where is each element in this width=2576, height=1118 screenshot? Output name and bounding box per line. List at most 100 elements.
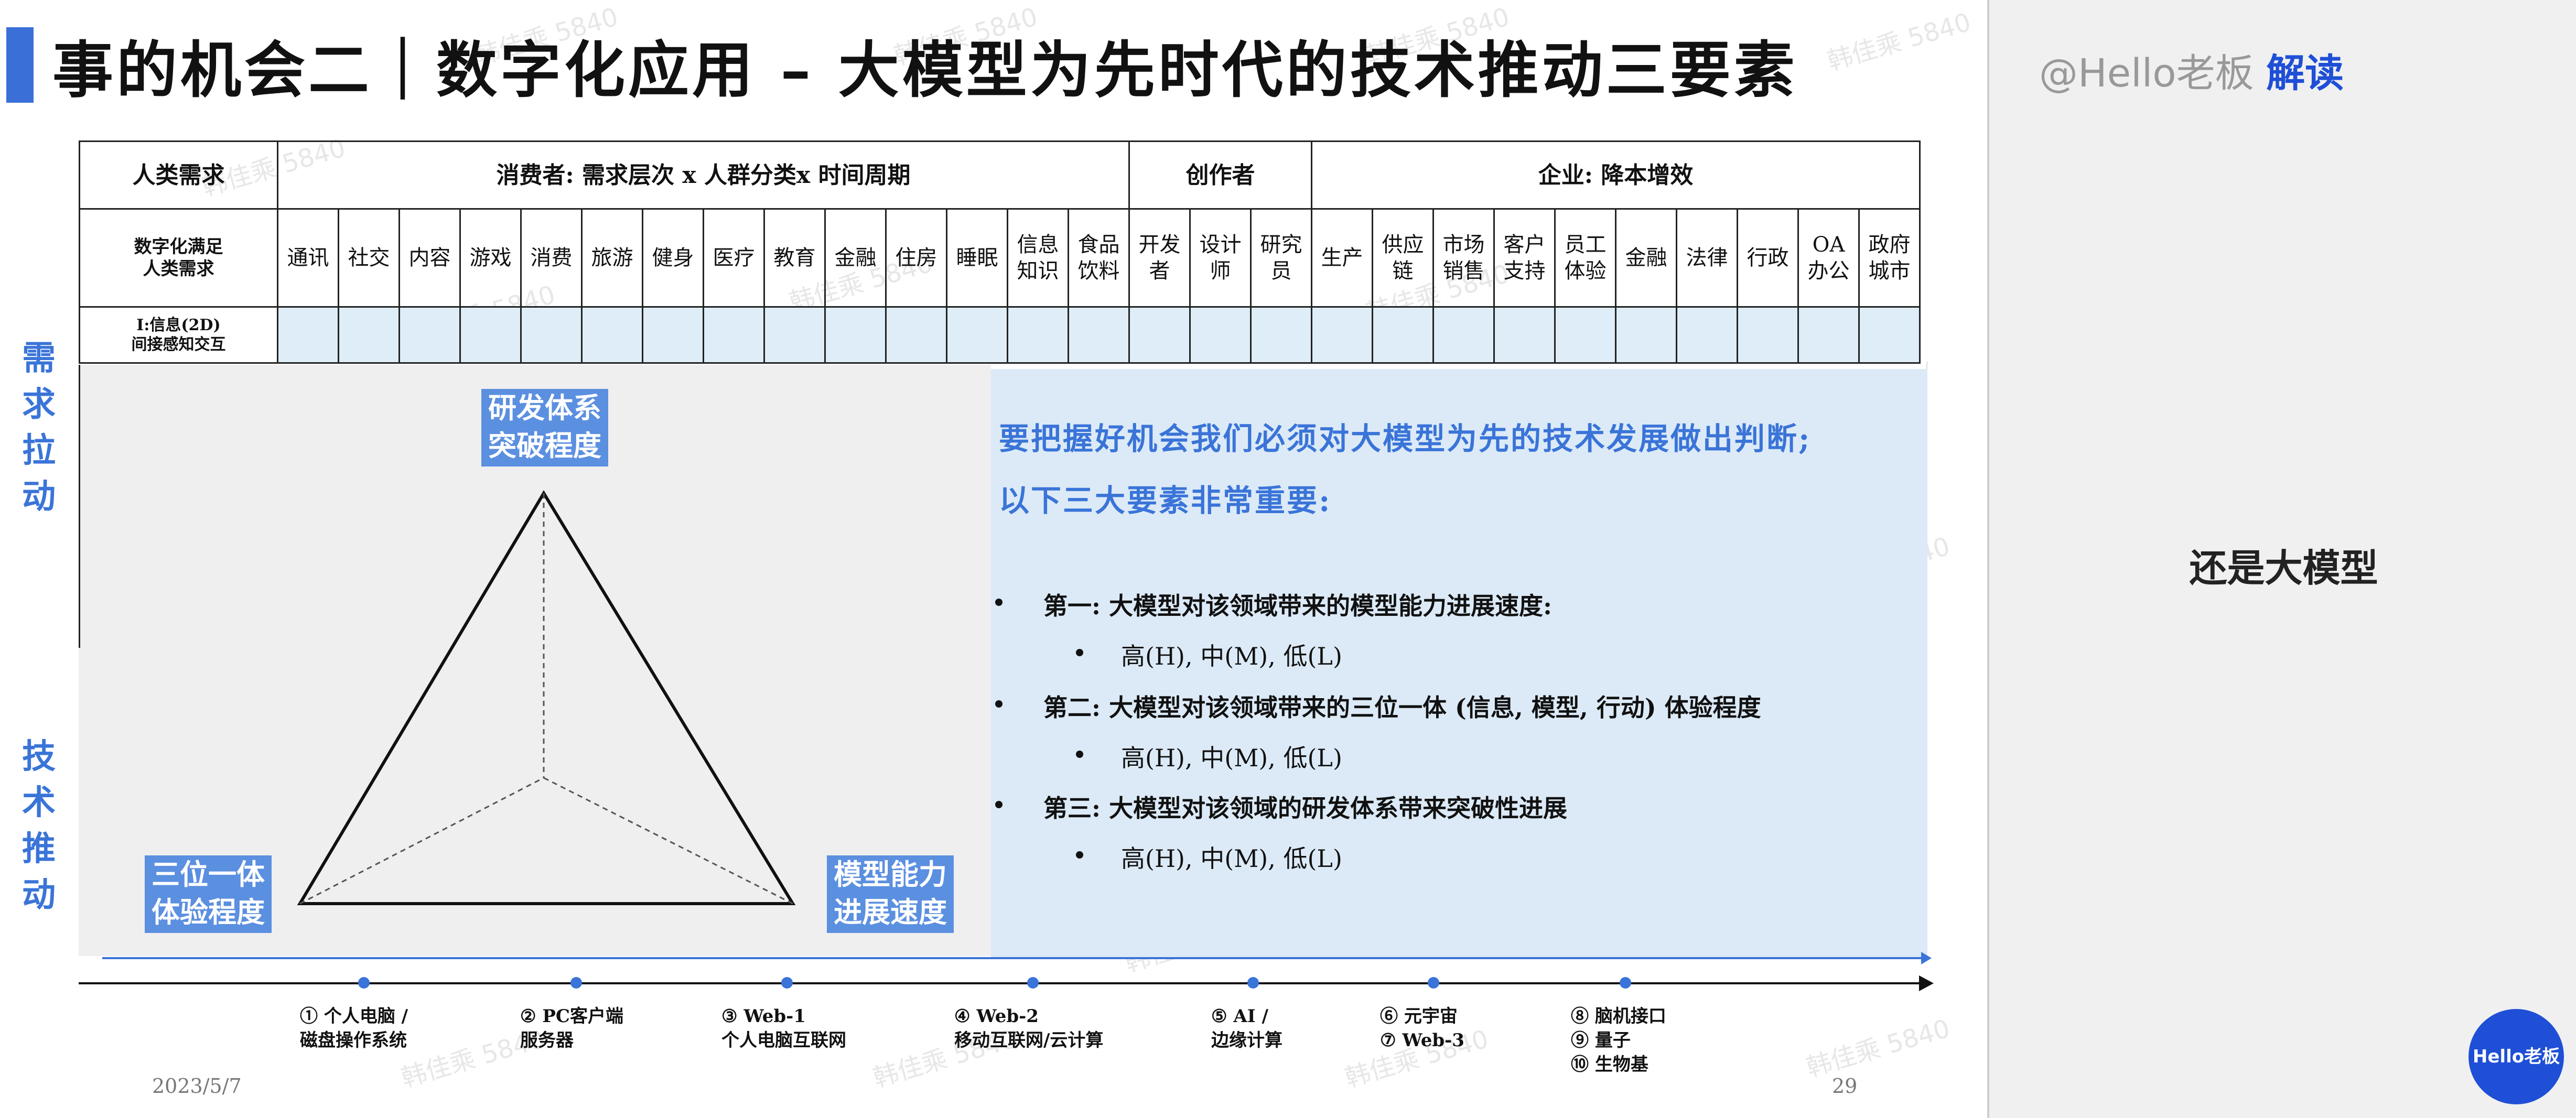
info-cell	[1311, 306, 1373, 364]
timeline-dot	[1247, 977, 1259, 989]
category-cell: 通讯	[277, 208, 339, 308]
needs-table: 人类需求 消费者: 需求层次 x 人群分类x 时间周期 创作者 企业: 降本增效…	[79, 140, 1921, 364]
milestone-3: ③ Web-1 个人电脑互联网	[721, 1006, 846, 1051]
sidebar-main-text: 还是大模型	[2189, 546, 2378, 590]
info-cell	[1737, 306, 1799, 364]
category-text: OA 办公	[1807, 233, 1850, 283]
info-cell	[1432, 306, 1495, 364]
category-cell: 供应 链	[1372, 208, 1434, 308]
category-cell: 食品 饮料	[1068, 208, 1130, 308]
info-cell	[398, 306, 461, 364]
info-cell	[642, 306, 704, 364]
category-cell: 内容	[398, 208, 461, 308]
sidebar-handle-suffix: 解读	[2266, 51, 2344, 96]
category-text: 信息 知识	[1017, 233, 1059, 283]
milestone-1: ① 个人电脑 / 磁盘操作系统	[300, 1006, 408, 1051]
info-cell	[1128, 306, 1191, 364]
header-group-consumer: 消费者: 需求层次 x 人群分类x 时间周期	[277, 140, 1130, 210]
sidebar-handle-name: @Hello老板	[2039, 51, 2254, 96]
category-cell: 研究 员	[1250, 208, 1312, 308]
category-text: 社交	[348, 246, 390, 270]
category-text: 开发 者	[1138, 233, 1181, 283]
info-cell	[703, 306, 765, 364]
factor-3-levels: 高(H), 中(M), 低(L)	[1121, 844, 1342, 873]
table-category-row: 数字化满足 人类需求 通讯 社交 内容 游戏 消费 旅游 健身 医疗 教育 金融…	[79, 208, 1921, 308]
header-label-cell: 人类需求	[79, 140, 278, 210]
milestone-8-10: ⑧ 脑机接口 ⑨ 量子 ⑩ 生物基	[1571, 1006, 1666, 1075]
info-cell	[1372, 306, 1434, 364]
milestone-4: ④ Web-2 移动互联网/云计算	[954, 1006, 1104, 1051]
category-cell: 教育	[763, 208, 826, 308]
category-text: 金融	[1625, 246, 1667, 270]
category-cell: 金融	[824, 208, 887, 308]
category-cell: 消费	[520, 208, 583, 308]
panel-heading-1: 要把握好机会我们必须对大模型为先的技术发展做出判断;	[999, 421, 1812, 457]
bullet-dot	[1076, 751, 1083, 758]
tag-rd-breakthrough: 研发体系 突破程度	[481, 389, 608, 466]
category-text: 睡眠	[956, 246, 998, 270]
triangle-outline	[297, 490, 796, 905]
blue-progress-line	[102, 957, 1927, 959]
title-accent-bar	[6, 27, 34, 103]
factors-panel	[991, 369, 1927, 958]
category-cell: 法律	[1676, 208, 1738, 308]
category-text: 通讯	[287, 246, 329, 270]
factor-2-levels: 高(H), 中(M), 低(L)	[1121, 744, 1342, 772]
footer-date: 2023/5/7	[152, 1074, 242, 1098]
tech-push-label: 技 术 推 动	[22, 737, 56, 915]
category-cell: 睡眠	[946, 208, 1008, 308]
category-cell: 员工 体验	[1554, 208, 1616, 308]
header-group-enterprise: 企业: 降本增效	[1311, 140, 1921, 210]
category-text: 研究 员	[1260, 233, 1302, 283]
info-cell	[824, 306, 887, 364]
category-text: 生产	[1321, 246, 1363, 270]
category-cell: 医疗	[703, 208, 765, 308]
slide: 韩佳乘 5840 韩佳乘 5840 韩佳乘 5840 韩佳乘 5840 韩佳乘 …	[6, 2, 1975, 1098]
panel-heading-2: 以下三大要素非常重要:	[999, 483, 1332, 518]
bullet-dot	[1076, 851, 1083, 859]
category-cell: 信息 知识	[1007, 208, 1069, 308]
category-text: 市场 销售	[1442, 233, 1485, 283]
category-cell: 市场 销售	[1432, 208, 1495, 308]
info-cell	[1615, 306, 1677, 364]
category-cell: 住房	[885, 208, 947, 308]
info-cell	[1068, 306, 1130, 364]
category-cell: 游戏	[459, 208, 522, 308]
info-cell	[885, 306, 947, 364]
category-text: 消费	[530, 246, 573, 270]
category-text: 客户 支持	[1503, 233, 1546, 283]
bullet-dot	[995, 801, 1003, 808]
watermark: 韩佳乘 5840	[1803, 1014, 1954, 1083]
info-label-cell: I:信息(2D) 间接感知交互	[79, 306, 278, 364]
timeline-arrow	[1919, 975, 1934, 991]
header-group-creator: 创作者	[1128, 140, 1312, 210]
category-text: 金融	[834, 246, 877, 270]
info-cell	[520, 306, 583, 364]
category-cell: 社交	[338, 208, 400, 308]
info-cell	[946, 306, 1008, 364]
info-cell	[277, 306, 339, 364]
blue-progress-arrow	[1921, 952, 1932, 964]
timeline-dot	[781, 977, 793, 989]
table-left-border-extension	[79, 365, 80, 648]
category-text: 行政	[1747, 246, 1789, 270]
bullet-dot	[995, 700, 1003, 708]
footer-page-number: 29	[1832, 1074, 1858, 1098]
info-cell	[1250, 306, 1312, 364]
tag-trinity-experience: 三位一体 体验程度	[145, 855, 272, 933]
milestone-6-7: ⑥ 元宇宙 ⑦ Web-3	[1380, 1006, 1464, 1051]
bullet-dot	[1076, 649, 1083, 656]
info-cell	[1676, 306, 1738, 364]
factor-3-text: 第三: 大模型对该领域的研发体系带来突破性进展	[1043, 794, 1567, 822]
category-text: 住房	[895, 246, 937, 270]
sidebar-handle: @Hello老板 解读	[2039, 42, 2344, 98]
category-text: 医疗	[713, 246, 755, 270]
category-text: 教育	[773, 246, 816, 270]
category-cell: 政府 城市	[1858, 208, 1921, 308]
info-cell	[581, 306, 643, 364]
bullet-dot	[995, 599, 1003, 606]
info-cell	[1797, 306, 1860, 364]
slide-title: 事的机会二｜数字化应用 – 大模型为先时代的技术推动三要素	[52, 35, 1798, 106]
category-cell: 开发 者	[1128, 208, 1191, 308]
info-label-text: I:信息(2D) 间接感知交互	[131, 316, 226, 354]
